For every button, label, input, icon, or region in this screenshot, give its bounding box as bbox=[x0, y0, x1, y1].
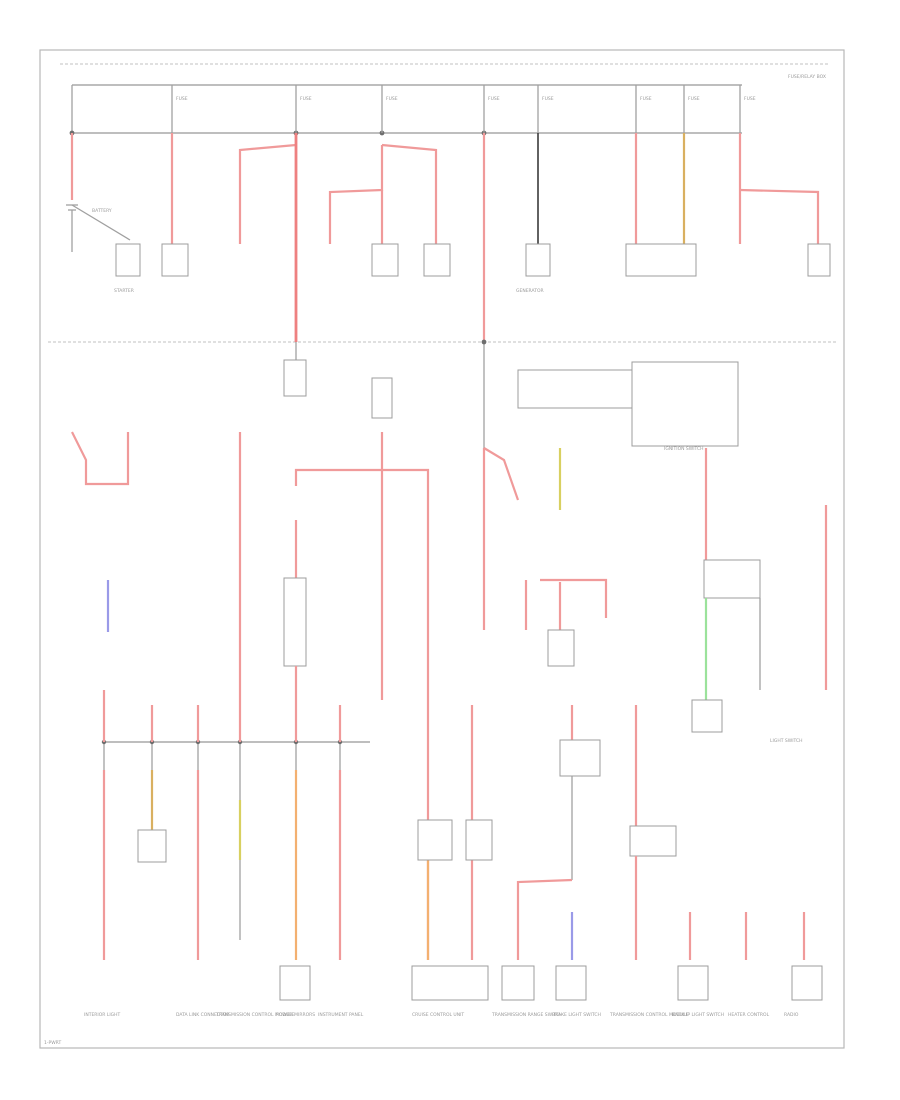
svg-text:STARTER: STARTER bbox=[114, 288, 134, 294]
top-fuse-labels: FUSE FUSE FUSE FUSE FUSE FUSE FUSE FUSE … bbox=[176, 74, 826, 102]
bottom-component-labels: INTERIOR LIGHT DATA LINK CONNECTOR TRANS… bbox=[84, 1012, 799, 1018]
svg-text:FUSE: FUSE bbox=[640, 96, 652, 102]
svg-text:FUSE: FUSE bbox=[688, 96, 700, 102]
bottom-section: IGNITION SWITCH LIGHT SWITCH bbox=[44, 339, 828, 1046]
svg-text:IGNITION SWITCH: IGNITION SWITCH bbox=[664, 446, 704, 452]
svg-text:FUSE/RELAY BOX: FUSE/RELAY BOX bbox=[788, 74, 826, 80]
bottom-connectors bbox=[279, 965, 823, 1001]
svg-text:FUSE: FUSE bbox=[176, 96, 188, 102]
svg-text:TRANSMISSION CONTROL MODULE: TRANSMISSION CONTROL MODULE bbox=[609, 1012, 689, 1018]
svg-text:GENERATOR: GENERATOR bbox=[516, 288, 544, 294]
svg-text:BATTERY: BATTERY bbox=[92, 208, 112, 214]
svg-text:FUSE: FUSE bbox=[542, 96, 554, 102]
svg-text:BACKUP LIGHT SWITCH: BACKUP LIGHT SWITCH bbox=[672, 1012, 724, 1018]
svg-text:TRANSMISSION CONTROL MODULE: TRANSMISSION CONTROL MODULE bbox=[215, 1012, 295, 1018]
svg-text:CRUISE CONTROL UNIT: CRUISE CONTROL UNIT bbox=[412, 1012, 464, 1018]
lower-fuse-drops bbox=[101, 739, 343, 770]
svg-text:DATA LINK CONNECTOR: DATA LINK CONNECTOR bbox=[176, 1012, 229, 1018]
svg-text:INSTRUMENT PANEL: INSTRUMENT PANEL bbox=[318, 1012, 364, 1018]
svg-text:FUSE: FUSE bbox=[488, 96, 500, 102]
svg-text:HEATER CONTROL: HEATER CONTROL bbox=[728, 1012, 770, 1018]
svg-text:BRAKE LIGHT SWITCH: BRAKE LIGHT SWITCH bbox=[552, 1012, 601, 1018]
diagram-frame bbox=[39, 49, 845, 1049]
svg-text:INTERIOR LIGHT: INTERIOR LIGHT bbox=[84, 1012, 121, 1018]
top-section: FUSE FUSE FUSE FUSE FUSE FUSE FUSE FUSE … bbox=[66, 74, 831, 342]
battery-symbol: BATTERY bbox=[66, 133, 131, 252]
svg-text:TRANSMISSION RANGE SWITCH: TRANSMISSION RANGE SWITCH bbox=[491, 1012, 562, 1018]
page-reference: 1-PWRT bbox=[44, 1040, 61, 1046]
top-fuse-drops bbox=[171, 85, 741, 133]
svg-text:FUSE: FUSE bbox=[386, 96, 398, 102]
svg-text:POWER MIRRORS: POWER MIRRORS bbox=[276, 1012, 315, 1018]
generator-box bbox=[525, 243, 551, 277]
svg-text:FUSE: FUSE bbox=[300, 96, 312, 102]
svg-text:LIGHT SWITCH: LIGHT SWITCH bbox=[770, 738, 803, 744]
svg-text:FUSE: FUSE bbox=[744, 96, 756, 102]
svg-text:RADIO: RADIO bbox=[784, 1012, 799, 1018]
top-components: STARTER GENERATOR bbox=[114, 243, 831, 294]
starter-box bbox=[115, 243, 141, 277]
